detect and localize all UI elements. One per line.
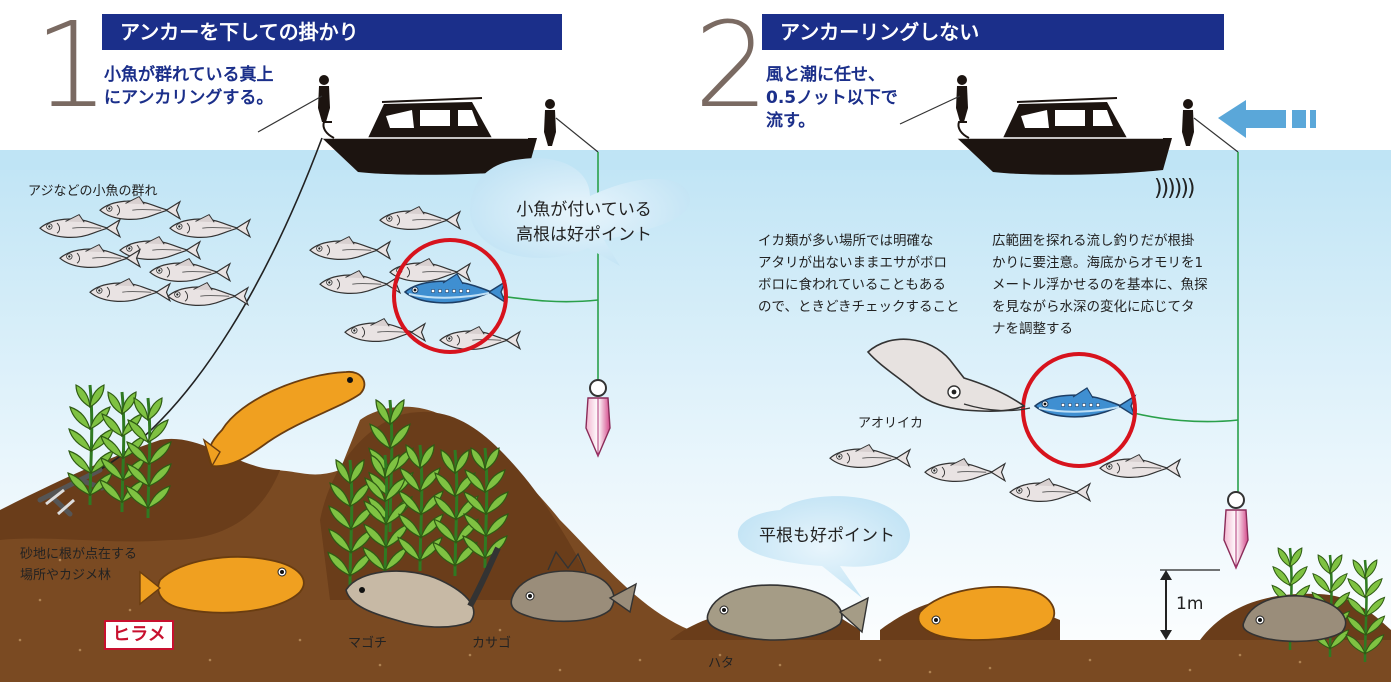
note-left-line-3: ボロに食われていることもある — [758, 277, 946, 293]
panel1-title: アンカーを下しての掛かり — [102, 14, 562, 50]
panel1-subtitle-line-2: にアンカリングする。 — [104, 88, 274, 108]
rod-left-bow — [257, 95, 323, 133]
fish-rockfish-right — [1242, 595, 1347, 643]
note-right-line-5: ナを調整する — [992, 321, 1073, 337]
rock-middle — [320, 411, 600, 600]
step-number-1: 1 — [34, 0, 110, 134]
fish-kasago — [510, 550, 638, 623]
depth-label: 1m — [1176, 594, 1204, 614]
flatfish-swimming — [202, 371, 366, 468]
rod-right-bow — [899, 95, 961, 125]
fish-hata — [706, 584, 869, 641]
panel2-subtitle-line-3: 流す。 — [766, 111, 816, 131]
highlight-circle-left — [392, 238, 508, 354]
bubble-left-line-2: 高根は好ポイント — [516, 225, 652, 245]
step-number-2: 2 — [694, 0, 770, 134]
flatfish-right — [917, 586, 1056, 641]
seabed-label-line-1: 砂地に根が点在する — [20, 547, 138, 562]
boat-right — [956, 97, 1173, 176]
note-left: イカ類が多い場所では明確な アタリが出ないままエサがボロ ボロに食われていること… — [758, 230, 978, 318]
panel1-subtitle: 小魚が群れている真上 にアンカリングする。 — [104, 64, 274, 110]
angler-right-stern — [1182, 99, 1194, 146]
note-right-line-4: を見ながら水深の変化に応じてタ — [992, 299, 1195, 315]
rod-left-stern — [555, 117, 599, 153]
bubble-left-line-1: 小魚が付いている — [516, 200, 652, 220]
panel2-title: アンカーリングしない — [762, 14, 1224, 50]
note-left-line-2: アタリが出ないままエサがボロ — [758, 255, 947, 271]
bubble-left-text: 小魚が付いている 高根は好ポイント — [494, 198, 674, 248]
panel1-subtitle-line-1: 小魚が群れている真上 — [104, 65, 274, 85]
panel2-subtitle-line-1: 風と潮に任せ、 — [766, 65, 885, 85]
kasago-label: カサゴ — [472, 636, 512, 651]
angler-left-stern — [544, 99, 556, 146]
rod-right-stern — [1193, 117, 1239, 153]
line-left-branch — [499, 295, 599, 303]
note-right-line-1: 広範囲を探れる流し釣りだが根掛 — [992, 233, 1195, 249]
hirame-label: ヒラメ — [104, 620, 174, 650]
school-label: アジなどの小魚の群れ — [28, 184, 158, 199]
panel2-subtitle-line-2: 0.5ノット以下で — [766, 88, 898, 108]
speech-bubble-left — [470, 158, 690, 266]
drift-arrow-icon — [1218, 100, 1316, 138]
note-left-line-4: ので、ときどきチェックすること — [758, 299, 960, 315]
seabed-label-line-2: 場所やカジメ林 — [20, 568, 112, 583]
speech-bubble-right — [737, 496, 911, 598]
line-right-branch — [1129, 411, 1239, 423]
sonar-mark: )))))) — [1154, 176, 1195, 201]
hata-label: ハタ — [708, 656, 735, 671]
note-right-line-3: メートル浮かせるのを基本に、魚探 — [992, 277, 1208, 293]
note-left-line-1: イカ類が多い場所では明確な — [758, 233, 934, 249]
angler-left-bow — [318, 75, 330, 122]
flatfish-hirame — [139, 556, 305, 614]
panel2-subtitle: 風と潮に任せ、 0.5ノット以下で 流す。 — [766, 64, 898, 133]
bubble-right-text: 平根も好ポイント — [759, 526, 895, 546]
magochi-label: マゴチ — [348, 636, 388, 651]
note-right-line-2: かりに要注意。海底からオモリを1 — [992, 255, 1204, 271]
depth-measure — [1160, 569, 1220, 640]
squid-label: アオリイカ — [858, 416, 924, 431]
note-right: 広範囲を探れる流し釣りだが根掛 かりに要注意。海底からオモリを1 メートル浮かせ… — [992, 230, 1232, 340]
fish-magochi — [345, 546, 501, 628]
angler-right-bow — [956, 75, 968, 122]
seabed-label: 砂地に根が点在する 場所やカジメ林 — [20, 544, 137, 586]
squid-icon — [866, 338, 1031, 412]
seabed-dots — [18, 558, 1302, 674]
